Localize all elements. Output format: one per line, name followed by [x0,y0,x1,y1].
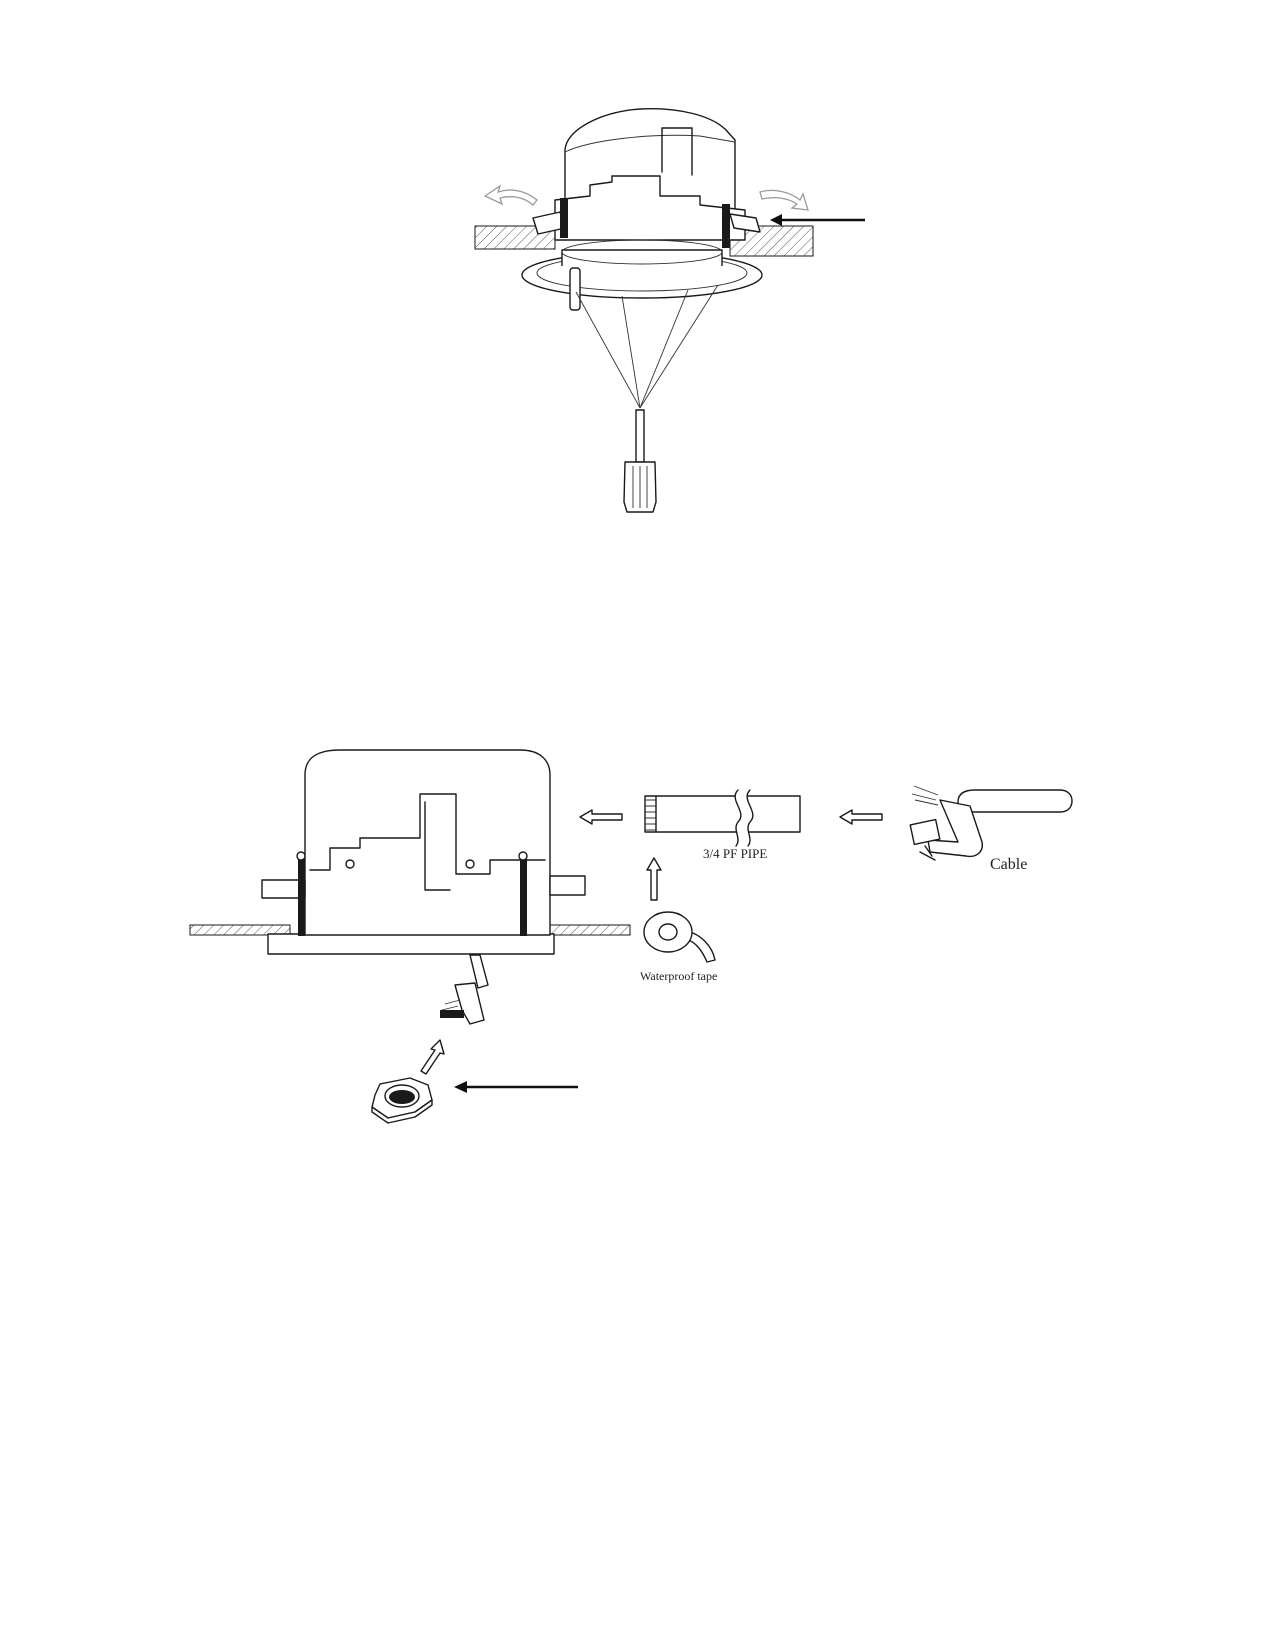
rotate-arrow-left [483,184,538,206]
ceiling-left-2 [189,924,291,936]
flange-right [549,875,586,896]
screwdriver-guide-lines [575,284,719,409]
clamp-post-right [722,204,730,248]
cable-below-housing [440,954,489,1025]
screwdriver [623,409,657,513]
clamp-post-left [560,198,568,238]
arrow-nut-up [420,1039,445,1075]
cable-assembly [909,785,1073,861]
clamp-leg [569,267,581,311]
arrow-tape-up [646,857,662,901]
cable-label: Cable [990,856,1027,873]
rotate-arrow-right [759,189,809,211]
arrow-to-pipe [839,809,883,825]
housing-body [304,749,551,936]
waterproof-tape-roll [643,911,716,963]
arrow-to-housing [579,809,623,825]
pipe-label: 3/4 PF PIPE [703,846,767,861]
tape-label: Waterproof tape [640,969,717,983]
figure-ceiling-mount [474,108,865,513]
trim-plate [267,933,555,955]
pf-pipe [644,789,801,847]
hex-nut [371,1077,433,1124]
clamp-right [729,213,761,233]
figure-conduit-connection: 3/4 PF PIPE Waterproof tape Cable [189,749,1073,1124]
